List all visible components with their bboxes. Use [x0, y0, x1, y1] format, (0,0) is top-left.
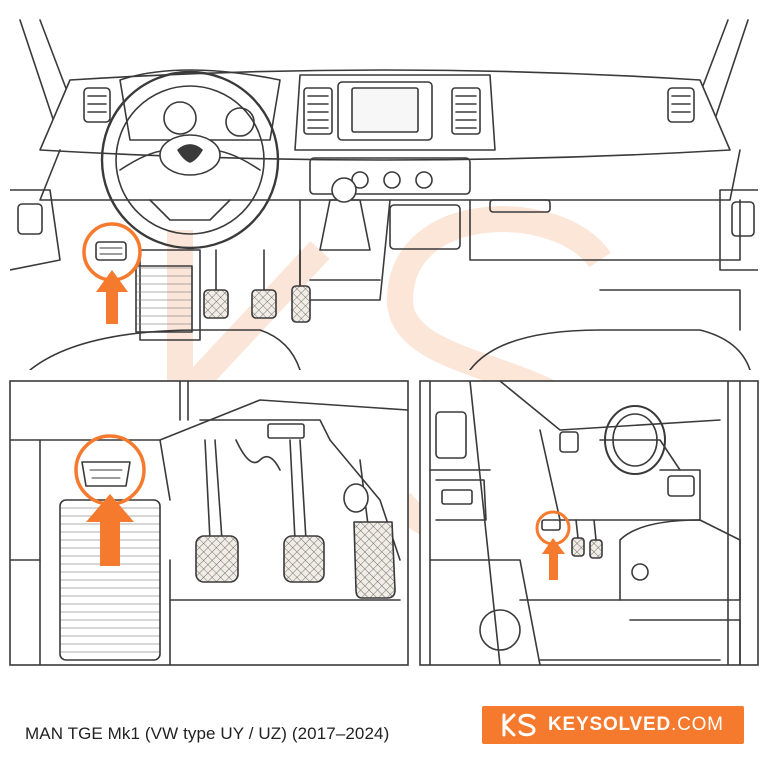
bottom-left-panel-pedals	[10, 381, 408, 665]
arrow-up-icon	[86, 494, 134, 566]
brand-wordmark: KEYSOLVED.COM	[548, 714, 724, 736]
brand-domain: .COM	[670, 714, 724, 735]
arrow-up-icon	[542, 538, 565, 580]
ks-logo-icon	[502, 713, 536, 737]
obd-highlight-right	[535, 510, 571, 580]
top-panel-dashboard	[10, 19, 758, 370]
vehicle-caption: MAN TGE Mk1 (VW type UY / UZ) (2017–2024…	[25, 724, 390, 743]
keysolved-brand-banner[interactable]: KEYSOLVED.COM	[482, 706, 744, 744]
bottom-right-panel-cab	[429, 381, 741, 665]
arrow-up-icon	[96, 270, 128, 324]
obd-highlight-top	[82, 222, 142, 324]
obd-highlight-left	[74, 434, 146, 566]
brand-name: KEYSOLVED	[548, 714, 671, 735]
